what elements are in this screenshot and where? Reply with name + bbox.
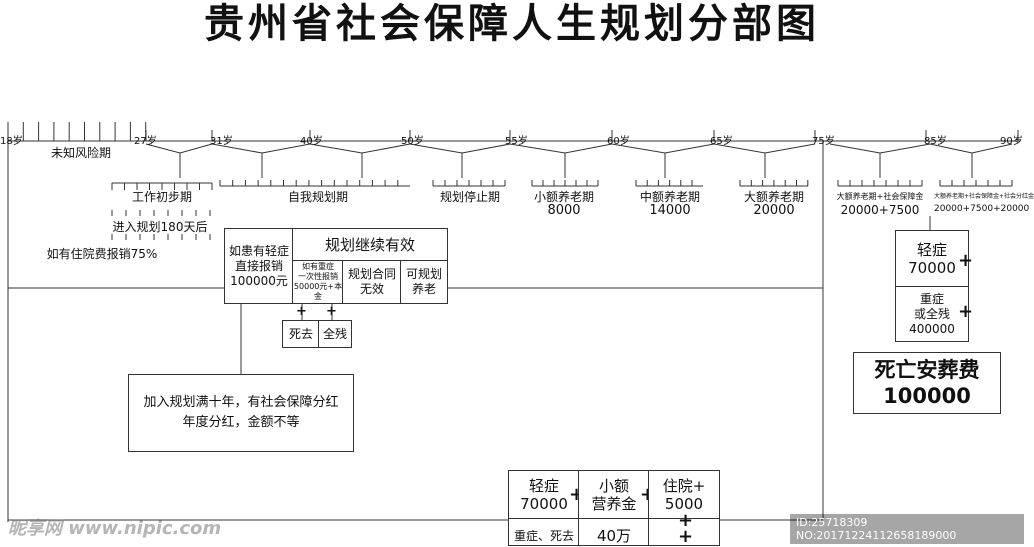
bottom-forty-box: 40万	[578, 518, 650, 546]
stage-extra1-amount: 20000+7500	[840, 203, 920, 217]
right-severe-line2: 或全残	[913, 306, 950, 321]
death-box: 死去	[282, 320, 320, 348]
age-label: 27岁	[134, 136, 157, 147]
bottom-severe-box: 重症、死去	[508, 518, 580, 546]
age-label: 55岁	[505, 136, 528, 147]
page-title: 贵州省社会保障人生规划分部图	[204, 1, 820, 47]
right-severe-box: 重症 或全残 400000	[895, 286, 969, 342]
stage-hospital: 如有住院费报销75%	[46, 247, 158, 261]
age-label: 40岁	[300, 136, 323, 147]
stage-plan-stop: 规划停止期	[439, 190, 500, 204]
stage-large-amount: 20000	[753, 203, 795, 218]
stage-large-pension: 大额养老期	[743, 190, 804, 204]
continue-header-text: 规划继续有效	[324, 236, 415, 254]
stage-extra2-amount: 20000+7500+20000	[934, 204, 1030, 214]
bottom-hosp-amount: 5000	[664, 495, 704, 513]
stage-extra1: 大额养老期+社会保障金	[836, 192, 924, 201]
death-label: 死去	[288, 326, 313, 341]
bottom-hosp2-box	[648, 518, 720, 546]
col3-line2: 养老	[411, 282, 436, 296]
age-label: 60岁	[607, 136, 630, 147]
bottom-hosp-box: 住院+ 5000	[648, 470, 720, 520]
bottom-small-line1: 小额	[598, 477, 629, 495]
stage-extra2: 大额养老期+社会保障金+社会分红金	[934, 193, 1034, 200]
age-label: 75岁	[812, 136, 835, 147]
stage-mid-pension: 中额养老期	[639, 190, 700, 204]
bottom-mild-amount: 70000	[520, 495, 568, 513]
dividend-line2: 年度分红，金额不等	[182, 415, 300, 430]
age-label: 50岁	[401, 136, 424, 147]
bottom-severe-label: 重症、死去	[513, 529, 574, 543]
continue-col3: 可规划 养老	[400, 260, 448, 304]
col2-line2: 无效	[359, 282, 384, 296]
mild-line2: 直接报销	[234, 258, 283, 273]
right-severe-amount: 400000	[909, 321, 955, 336]
right-mild-label: 轻症	[916, 241, 947, 259]
dividend-line1: 加入规划满十年，有社会保障分红	[143, 395, 339, 410]
plus-sign: +	[678, 526, 694, 547]
stage-small-amount: 8000	[547, 203, 581, 218]
watermark-logo: 昵享网 www.nipic.com	[8, 518, 222, 539]
col1-line1: 如有重症	[302, 262, 334, 271]
mild-line1: 如患有轻症	[228, 243, 289, 258]
age-label: 65岁	[710, 136, 733, 147]
plus-sign: +	[678, 510, 694, 531]
disabled-box: 全残	[318, 320, 352, 348]
bottom-mild-box: 轻症 70000	[508, 470, 580, 520]
funeral-label: 死亡安葬费	[874, 358, 980, 382]
continue-col2: 规划合同 无效	[342, 260, 402, 304]
plus-sign: +	[958, 250, 974, 271]
funeral-amount: 100000	[883, 384, 971, 408]
watermark-id: ID:25718309 NO:20171224112658189000	[790, 514, 1024, 544]
plus-sign: +	[326, 304, 337, 319]
continue-header: 规划继续有效	[292, 228, 448, 262]
bottom-hosp-label: 住院+	[662, 477, 706, 495]
dividend-box: 加入规划满十年，有社会保障分红 年度分红，金额不等	[128, 374, 354, 452]
right-mild-amount: 70000	[908, 259, 956, 277]
mild-amount: 100000元	[230, 273, 288, 288]
stage-self-plan: 自我规划期	[287, 190, 348, 204]
stage-small-pension: 小额养老期	[533, 190, 594, 204]
age-label: 18岁	[0, 136, 23, 147]
continue-col1: 如有重症 一次性报销 50000元+本金	[292, 260, 344, 304]
disabled-label: 全残	[322, 326, 347, 341]
col1-line3: 50000元+本金	[293, 282, 343, 301]
funeral-box: 死亡安葬费 100000	[853, 352, 1001, 414]
col3-line1: 可规划	[405, 267, 442, 281]
bottom-small-box: 小额 营养金	[578, 470, 650, 520]
age-label: 90岁	[1000, 136, 1023, 147]
col1-line2: 一次性报销	[298, 272, 338, 281]
col2-line1: 规划合同	[347, 267, 396, 281]
age-label: 31岁	[210, 136, 233, 147]
stage-work-start: 工作初步期	[131, 190, 192, 204]
bottom-small-line2: 营养金	[591, 495, 637, 513]
right-severe-line1: 重症	[919, 291, 944, 306]
stage-enter-plan: 进入规划180天后	[112, 220, 208, 234]
bottom-forty-label: 40万	[596, 527, 632, 545]
plus-sign: +	[958, 301, 974, 322]
plus-sign: +	[296, 304, 307, 319]
stage-unknown-risk: 未知风险期	[50, 146, 111, 160]
stage-mid-amount: 14000	[649, 203, 691, 218]
age-label: 85岁	[924, 136, 947, 147]
mild-reimburse-box: 如患有轻症 直接报销 100000元	[224, 228, 294, 304]
bottom-mild-label: 轻症	[528, 477, 559, 495]
